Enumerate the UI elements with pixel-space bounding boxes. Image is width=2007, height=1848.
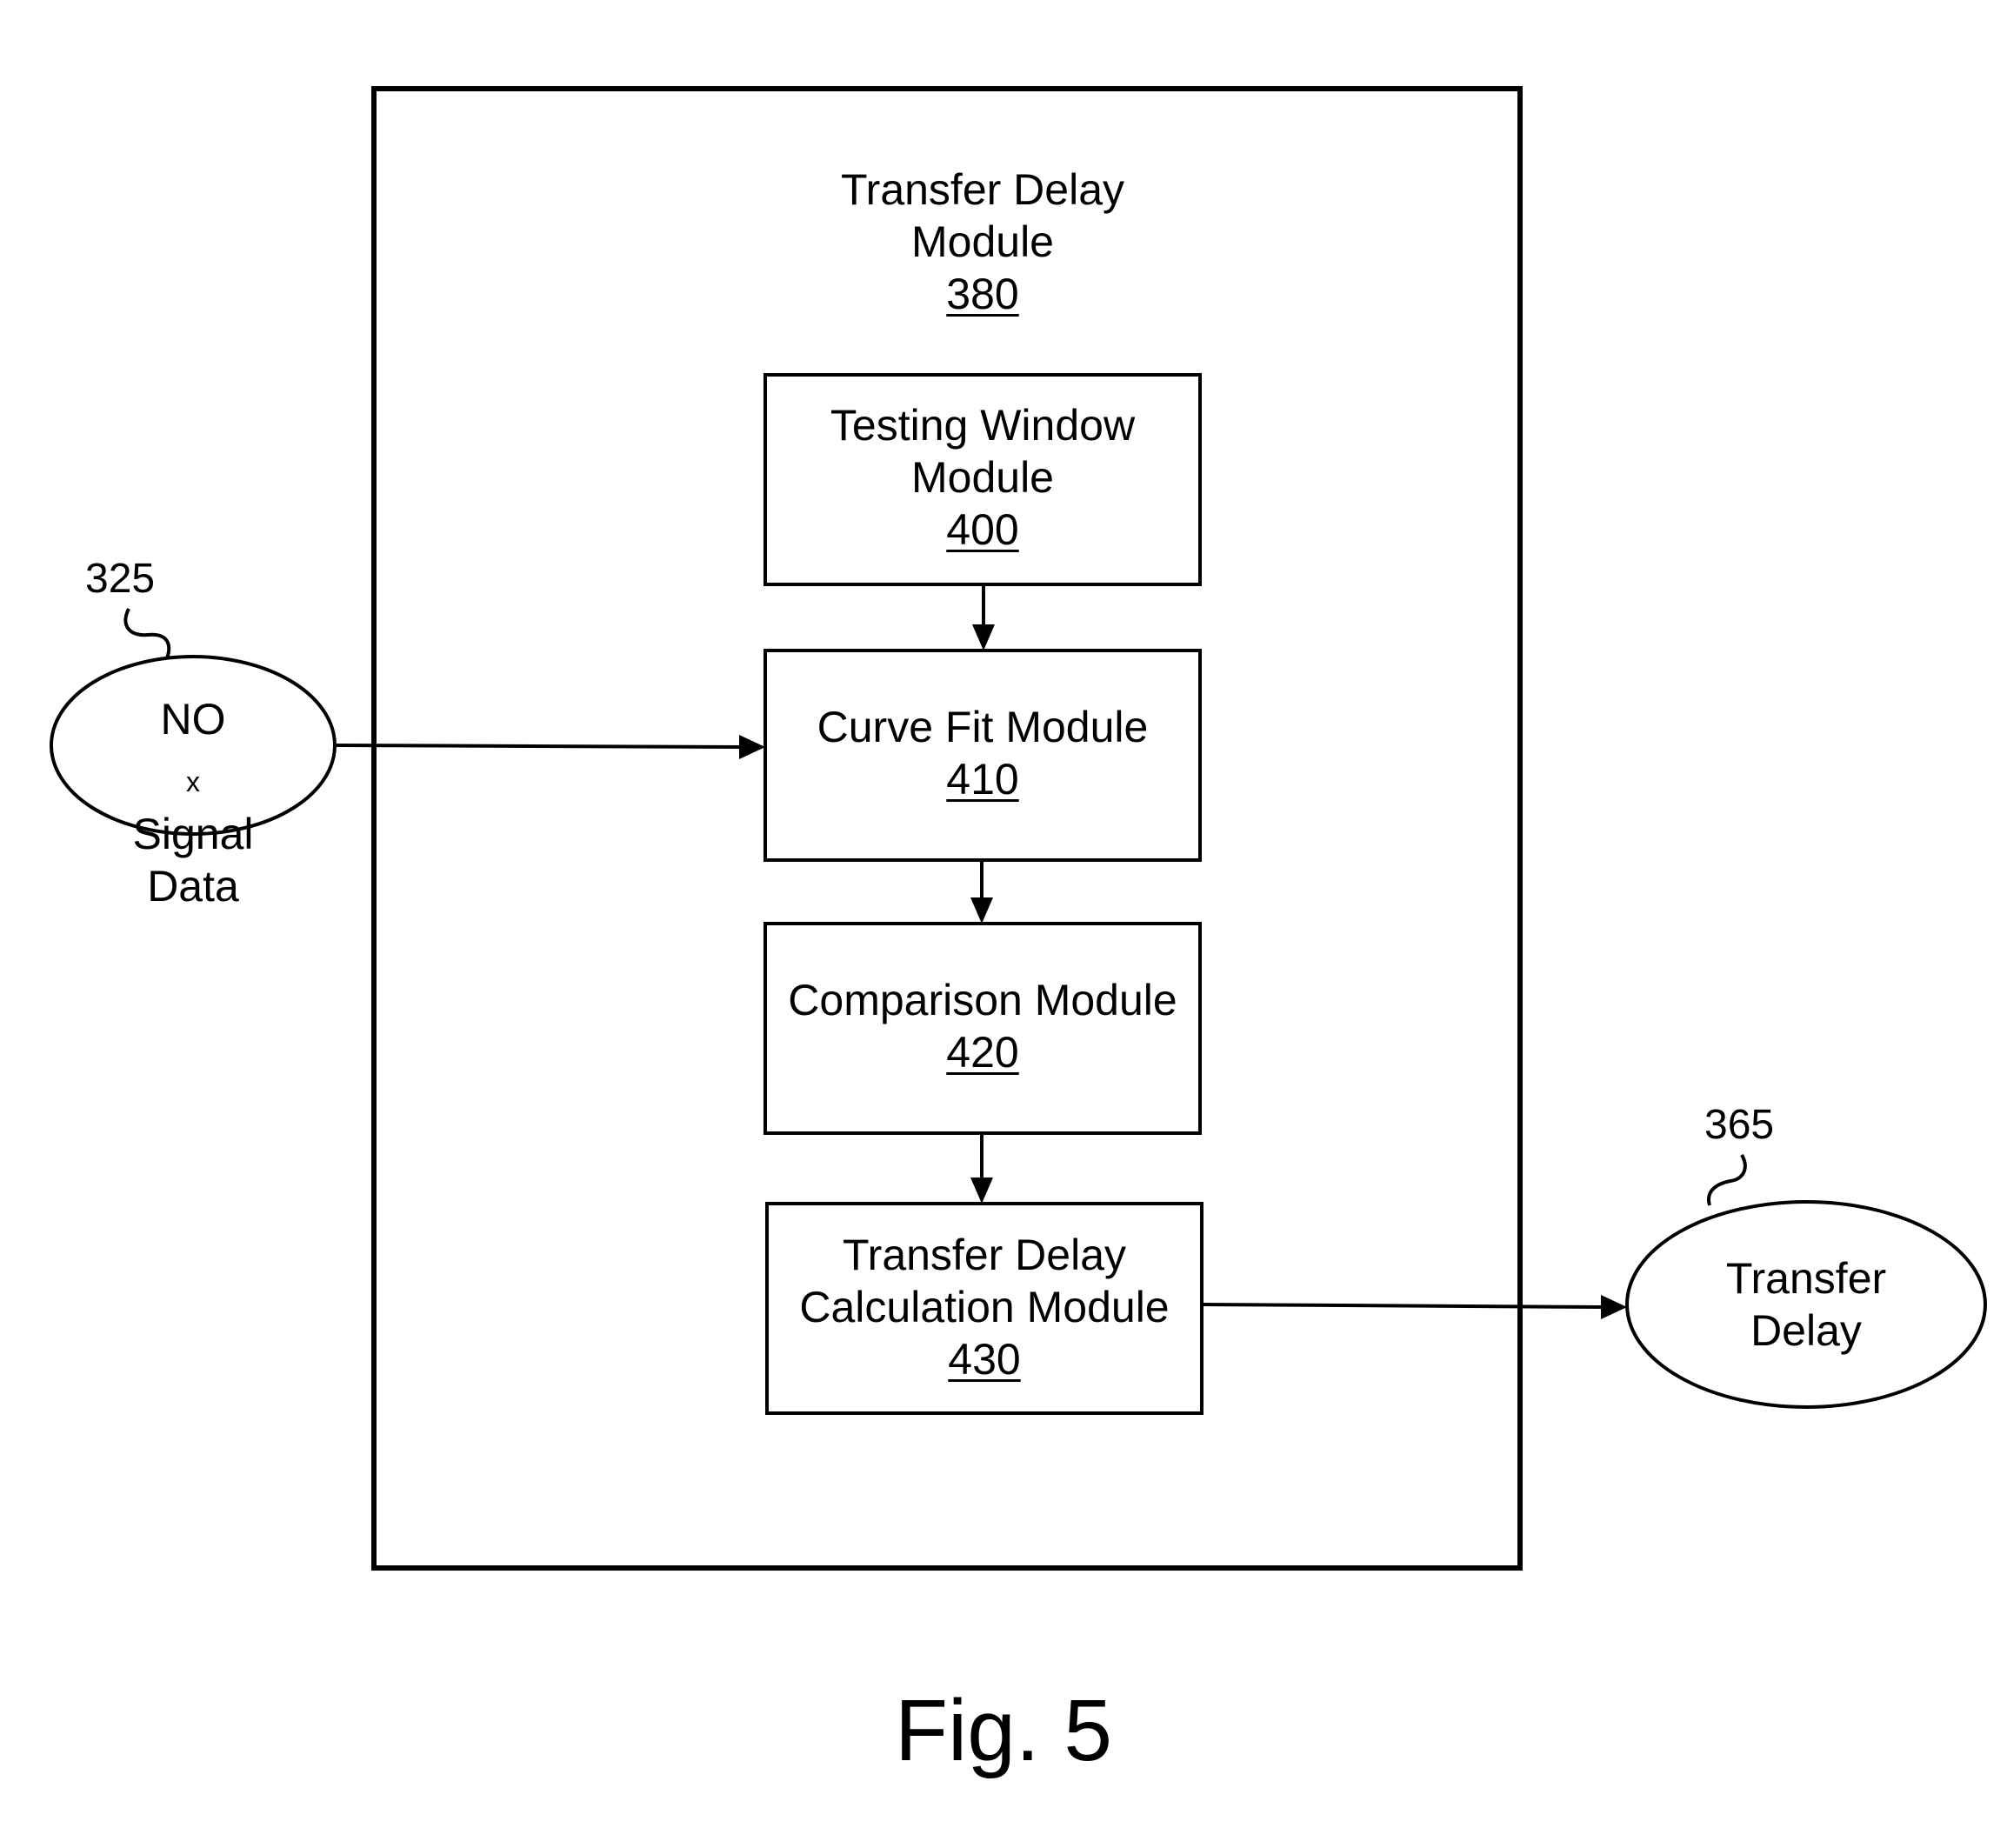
nox-signal-data-label: NO x Signal Data: [51, 693, 335, 912]
arrowhead-curve-fit-to-comparison: [970, 897, 993, 924]
arrow-input-to-curve-fit: [334, 744, 742, 749]
ref-number-365: 365: [1704, 1102, 1775, 1148]
testing-window-module-name-2: Module: [911, 453, 1054, 502]
calculation-module-ref: 430: [948, 1335, 1021, 1384]
transfer-delay-module-name-2: Module: [911, 217, 1054, 266]
nox-signal-line2: Data: [147, 862, 239, 911]
curve-fit-module-label: Curve Fit Module 410: [765, 701, 1200, 805]
arrowhead-testing-to-curve-fit: [972, 624, 995, 650]
calculation-module-name-1: Transfer Delay: [842, 1231, 1127, 1279]
nox-signal-line1: NO x Signal: [51, 693, 335, 860]
transfer-delay-ellipse: [1625, 1200, 1987, 1409]
curve-fit-module-ref: 410: [946, 755, 1019, 804]
output-line1: Transfer: [1725, 1254, 1887, 1303]
arrowhead-calculation-to-output: [1601, 1295, 1627, 1319]
transfer-delay-module-ref: 380: [946, 270, 1019, 318]
comparison-module-ref: 420: [946, 1028, 1019, 1077]
figure-label: Fig. 5: [894, 1682, 1113, 1779]
calculation-module-name-2: Calculation Module: [799, 1283, 1170, 1331]
testing-window-module-ref: 400: [946, 505, 1019, 554]
comparison-module-label: Comparison Module 420: [765, 974, 1200, 1078]
arrowhead-input-to-curve-fit: [739, 735, 765, 759]
transfer-delay-module-label: Transfer Delay Module 380: [765, 163, 1200, 320]
arrowhead-comparison-to-calculation: [970, 1178, 993, 1204]
transfer-delay-module-name-1: Transfer Delay: [840, 165, 1125, 214]
leader-line-365: [1707, 1154, 1747, 1206]
leader-line-325: [123, 608, 171, 659]
transfer-delay-module-box: [371, 86, 1523, 1571]
testing-window-module-name-1: Testing Window: [830, 401, 1136, 450]
output-line2: Delay: [1750, 1306, 1862, 1355]
arrow-calculation-to-output: [1201, 1303, 1605, 1309]
nox-text: NO: [160, 695, 226, 744]
transfer-delay-calculation-module-box: [765, 1202, 1204, 1415]
signal-text: Signal: [132, 810, 254, 858]
comparison-module-name: Comparison Module: [788, 976, 1177, 1024]
curve-fit-module-name: Curve Fit Module: [817, 703, 1149, 751]
transfer-delay-calculation-module-label: Transfer Delay Calculation Module 430: [767, 1229, 1202, 1385]
ref-number-325: 325: [85, 556, 156, 602]
transfer-delay-output-label: Transfer Delay: [1627, 1252, 1985, 1357]
testing-window-module-label: Testing Window Module 400: [765, 399, 1200, 556]
nox-subscript: x: [186, 766, 200, 797]
